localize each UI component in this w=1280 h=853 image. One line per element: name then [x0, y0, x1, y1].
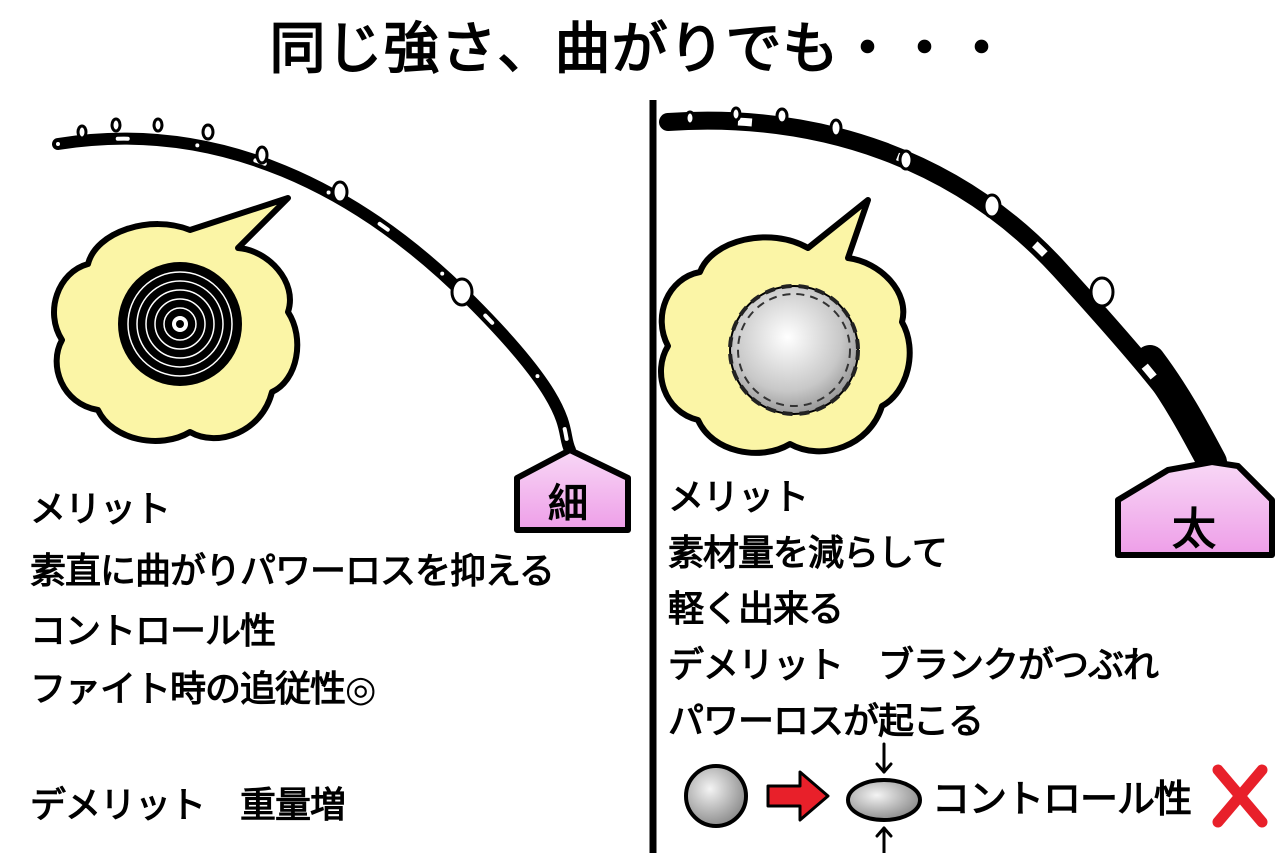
right-merit-line-2: 軽く出来る — [668, 589, 844, 630]
left-merit-line-1: 素直に曲がりパワーロスを抑える — [30, 551, 555, 592]
tag-thin-shape — [514, 447, 631, 533]
right-merit-heading: メリット — [668, 477, 809, 518]
thick-blank-cross-section — [728, 284, 860, 416]
compression-arrows-icon — [875, 742, 893, 853]
rod-guides-right — [684, 106, 1115, 308]
right-merit-line-1: 素材量を減らして — [668, 533, 948, 574]
tag-thick-label: 太 — [1172, 504, 1216, 555]
thin-blank-cross-section — [118, 262, 242, 386]
round-blank-icon — [684, 764, 748, 828]
left-demerit: デメリット 重量増 — [30, 785, 346, 826]
thick-rod-right — [659, 111, 1227, 477]
right-demerit-line-2: パワーロスが起こる — [668, 701, 984, 742]
right-demerit-line-1: デメリット ブランクがつぶれ — [668, 645, 1159, 686]
red-arrow-icon — [766, 770, 830, 822]
left-merit-heading: メリット — [30, 489, 171, 530]
cross-mark-icon — [1212, 764, 1268, 828]
left-merit-line-3: ファイト時の追従性◎ — [30, 669, 376, 710]
crushed-blank-icon — [846, 778, 922, 822]
right-result-label: コントロール性 — [932, 777, 1192, 821]
thin-rod-left — [52, 132, 576, 456]
tag-thick-shape — [1115, 459, 1275, 558]
rod-guides-left — [76, 117, 474, 307]
left-merit-line-2: コントロール性 — [30, 611, 276, 652]
right-result-mark: ✕ — [1222, 772, 1229, 782]
tag-thin-label: 細 — [548, 481, 588, 527]
page-title: 同じ強さ、曲がりでも・・・ — [269, 17, 1011, 82]
